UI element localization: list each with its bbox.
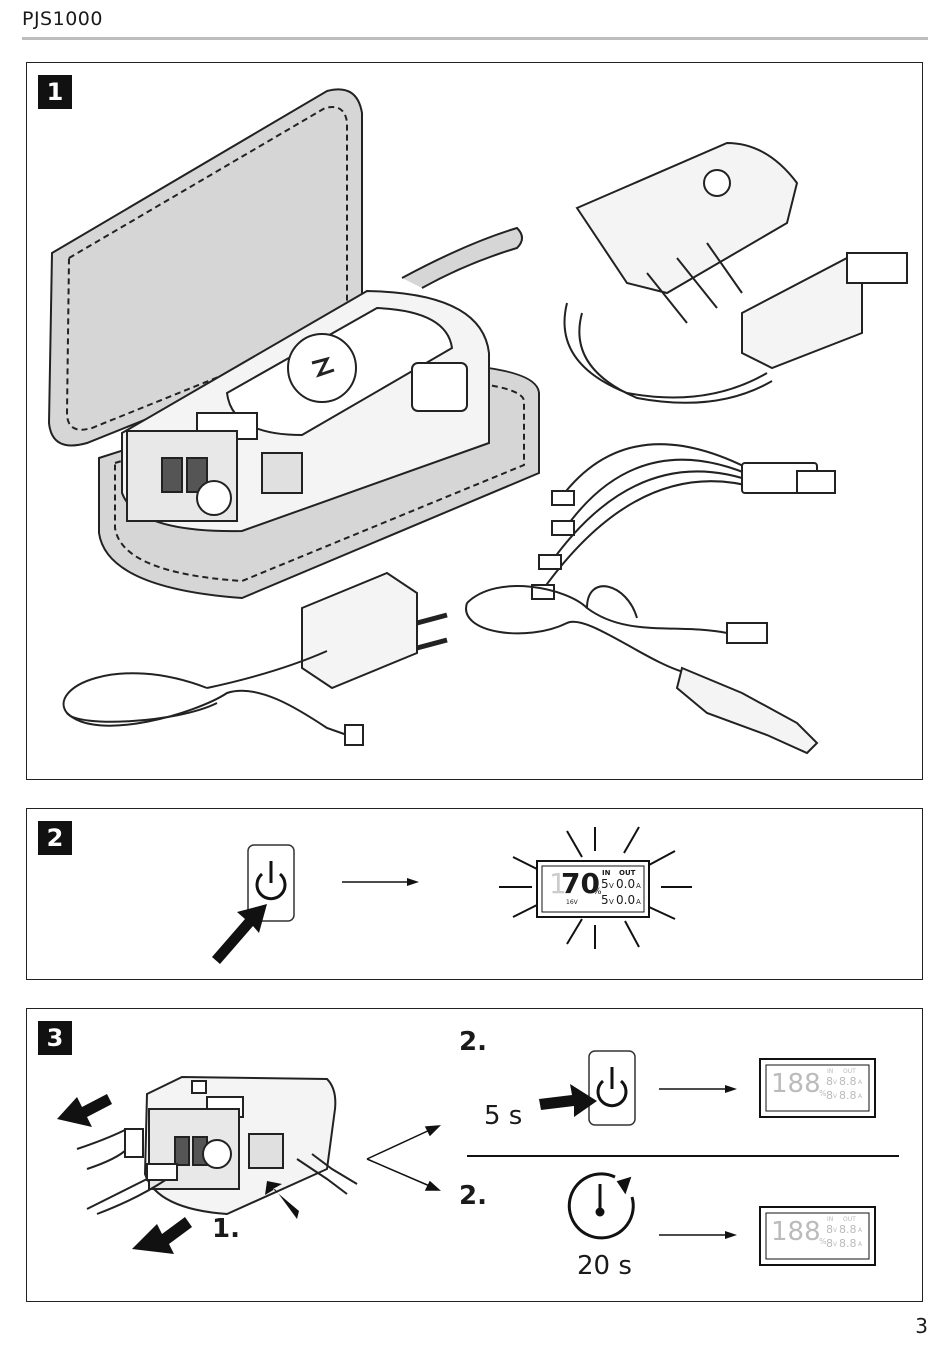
step-badge: 3 bbox=[38, 1021, 72, 1055]
display-faded-digit: 1 bbox=[549, 867, 567, 900]
branch-arrows-icon bbox=[366, 1125, 441, 1191]
display-volt-1: 5 bbox=[601, 877, 609, 891]
step-2-label-bottom: 2. bbox=[459, 1181, 487, 1211]
display-off-volt-digit: 8 bbox=[826, 1223, 833, 1236]
display-v-unit: V bbox=[609, 898, 614, 906]
package-contents-illustration bbox=[47, 88, 908, 755]
display-off-volt-digit: 8 bbox=[826, 1075, 833, 1088]
display-a-unit: A bbox=[636, 882, 641, 890]
unplug-arrows-icon bbox=[57, 1094, 299, 1254]
display-in-label: IN bbox=[602, 869, 611, 877]
step-badge: 2 bbox=[38, 821, 72, 855]
display-off-out-label: OUT bbox=[843, 1068, 856, 1075]
display-in-value: 0.0 bbox=[616, 877, 636, 891]
press-arrow-icon bbox=[539, 1084, 597, 1117]
display-a-unit: A bbox=[636, 898, 641, 906]
display-volt-2: 5 bbox=[601, 893, 609, 907]
display-off-row-value: 8.8 bbox=[839, 1075, 857, 1088]
step-2-label-top: 2. bbox=[459, 1027, 487, 1057]
wall-charger-illustration bbox=[62, 571, 448, 746]
display-off-volt-digit: 8 bbox=[826, 1089, 833, 1102]
charging-cable-illustration bbox=[296, 1158, 348, 1195]
timer-icon bbox=[567, 1172, 635, 1240]
jumper-cable-clamp-illustration bbox=[563, 141, 908, 404]
display-sub-label: 16V bbox=[566, 899, 578, 906]
display-off-v-unit: V bbox=[833, 1227, 838, 1234]
display-off-digits: 188 bbox=[771, 1069, 821, 1099]
display-off-a-unit: A bbox=[858, 1241, 863, 1248]
panel-power-off: 3 1. 2. 2. 5 s 20 s 188 % IN OUT 8 V 8.8… bbox=[26, 1008, 923, 1302]
display-off-in-label: IN bbox=[827, 1068, 834, 1075]
display-off-v-unit: V bbox=[833, 1079, 838, 1086]
display-off-v-unit: V bbox=[833, 1241, 838, 1248]
display-off-percent-sign: % bbox=[819, 1237, 827, 1246]
display-off-out-label: OUT bbox=[843, 1216, 856, 1223]
power-icon bbox=[255, 861, 287, 901]
display-out-label: OUT bbox=[619, 869, 636, 877]
display-off-in-label: IN bbox=[827, 1216, 834, 1223]
display-percent-sign: % bbox=[593, 887, 602, 897]
step-badge: 1 bbox=[38, 75, 72, 109]
car-charger-cable-illustration bbox=[465, 585, 819, 755]
display-battery-percent: 70 bbox=[561, 867, 600, 900]
display-off-row-value: 8.8 bbox=[839, 1223, 857, 1236]
multi-usb-cable-illustration bbox=[531, 443, 836, 600]
display-off-row-value: 8.8 bbox=[839, 1089, 857, 1102]
step-1-label: 1. bbox=[212, 1214, 240, 1244]
display-off-v-unit: V bbox=[833, 1093, 838, 1100]
timeout-label: 20 s bbox=[577, 1251, 632, 1281]
display-off-a-unit: A bbox=[858, 1093, 863, 1100]
display-out-value: 0.0 bbox=[616, 893, 636, 907]
arrow-head-icon bbox=[407, 878, 419, 886]
hold-time-label: 5 s bbox=[484, 1101, 523, 1131]
display-off-a-unit: A bbox=[858, 1227, 863, 1234]
display-v-unit: V bbox=[609, 882, 614, 890]
display-off-row-value: 8.8 bbox=[839, 1237, 857, 1250]
document-model-header: PJS1000 bbox=[22, 8, 103, 30]
power-icon bbox=[596, 1067, 628, 1108]
power-off-illustration bbox=[57, 1050, 899, 1266]
arrow-head-icon bbox=[725, 1231, 737, 1239]
jump-starter-side-illustration bbox=[143, 1075, 337, 1216]
display-off-percent-sign: % bbox=[819, 1089, 827, 1098]
power-on-illustration bbox=[212, 826, 692, 964]
panel-power-on: 2 1 70 % 16V IN OUT 5 V 0.0 A 5 V 0.0 A bbox=[26, 808, 923, 980]
press-arrow-icon bbox=[212, 904, 267, 964]
display-off-volt-digit: 8 bbox=[826, 1237, 833, 1250]
display-off-digits: 188 bbox=[771, 1217, 821, 1247]
header-divider bbox=[22, 37, 928, 40]
page-number: 3 bbox=[915, 1314, 928, 1338]
jump-starter-illustration bbox=[121, 289, 490, 533]
panel-package-contents: 1 bbox=[26, 62, 923, 780]
flash-rays-icon bbox=[499, 826, 692, 949]
display-off-a-unit: A bbox=[858, 1079, 863, 1086]
arrow-head-icon bbox=[725, 1085, 737, 1093]
